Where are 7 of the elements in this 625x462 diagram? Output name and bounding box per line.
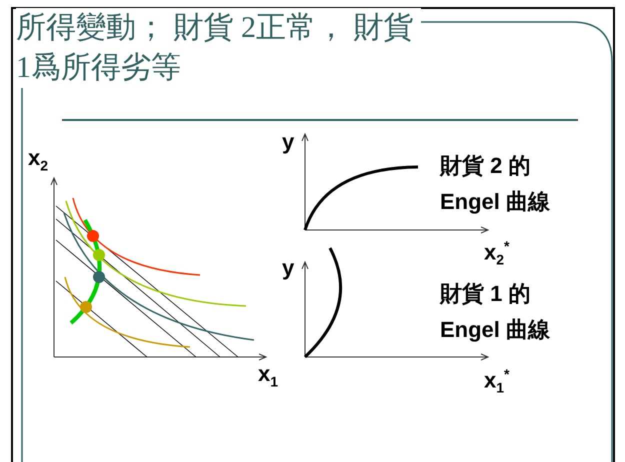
slide-title: 所得變動； 財貨 2正常， 財貨 1爲所得劣等 <box>16 8 421 88</box>
axis-label: y <box>282 254 294 282</box>
curve-label: 財貨 1 的 Engel 曲線 <box>440 280 552 344</box>
axis-label: x$_{1}$ <box>258 360 278 392</box>
axis-label: x$_{2}$ <box>28 144 48 176</box>
curve-label: 財貨 2 的 Engel 曲線 <box>440 152 552 216</box>
axis-label: y <box>282 128 294 156</box>
